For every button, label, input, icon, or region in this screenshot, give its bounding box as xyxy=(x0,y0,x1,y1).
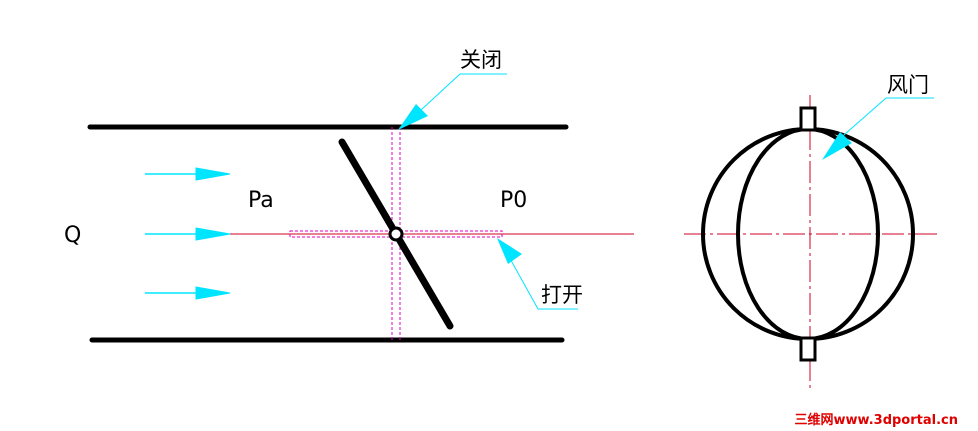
leader-arrow-icon xyxy=(497,238,522,264)
open-label: 打开 xyxy=(541,283,583,307)
leader-arrow-icon xyxy=(822,132,852,160)
flow-arrow-icon xyxy=(145,167,231,181)
front-view: 风门 xyxy=(684,73,938,392)
leader-arrow-icon xyxy=(398,104,428,130)
closed-leader xyxy=(398,73,507,130)
flow-arrows xyxy=(145,167,231,300)
pivot-circle xyxy=(388,226,404,242)
bottom-shaft-stub xyxy=(799,336,817,362)
damper-label: 风门 xyxy=(887,73,929,97)
closed-label: 关闭 xyxy=(460,48,502,72)
top-shaft-stub xyxy=(799,106,817,132)
flow-label: Q xyxy=(64,223,81,248)
watermark: 三维网www.3dportal.cn xyxy=(795,412,958,428)
upstream-pressure-label: Pa xyxy=(248,188,274,213)
flow-arrow-icon xyxy=(145,286,231,300)
open-leader xyxy=(497,238,578,310)
side-view: Q Pa P0 关闭 打开 xyxy=(64,48,634,343)
downstream-pressure-label: P0 xyxy=(500,188,527,213)
flow-arrow-icon xyxy=(145,227,231,241)
damper-leader xyxy=(822,97,934,160)
